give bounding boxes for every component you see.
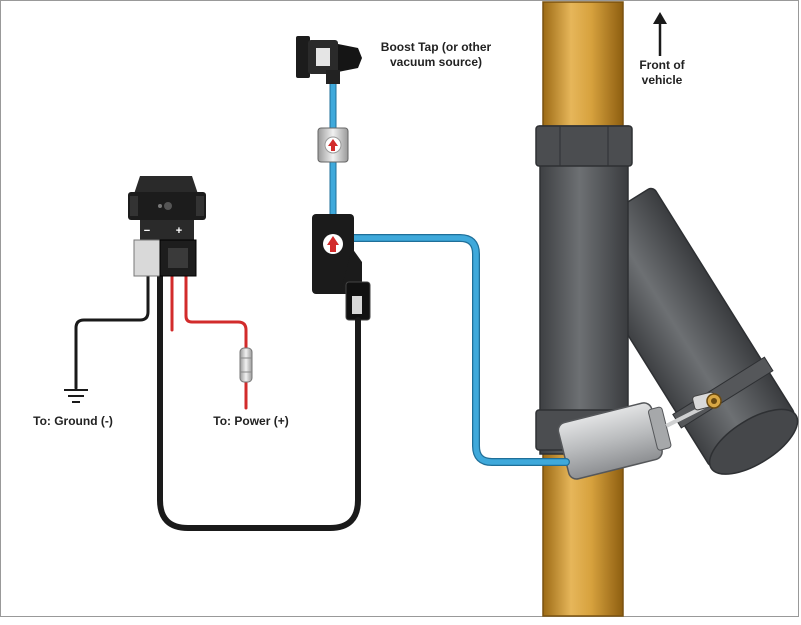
inline-fuse (239, 347, 253, 383)
boost-tap-fitting (296, 36, 362, 84)
boost-tap-label: Boost Tap (or other vacuum source) (368, 40, 504, 70)
front-of-vehicle-label: Front of vehicle (622, 58, 702, 88)
wiring (74, 270, 361, 531)
power-label: To: Power (+) (213, 414, 289, 428)
switch-plus-label: + (176, 225, 182, 237)
check-valve (317, 127, 349, 163)
boost-tap-label-line2: vacuum source) (389, 55, 483, 69)
ground-symbol (64, 389, 88, 403)
switch-minus-label: − (144, 225, 150, 237)
rocker-switch (128, 176, 206, 277)
vacuum-actuator (557, 391, 717, 480)
front-arrow (653, 12, 667, 56)
ground-label: To: Ground (-) (33, 414, 113, 428)
front-label-line1: Front of (639, 58, 685, 72)
boost-tap-label-line1: Boost Tap (or other (380, 40, 492, 54)
vacuum-solenoid (312, 214, 371, 321)
front-label-line2: vehicle (641, 73, 683, 87)
